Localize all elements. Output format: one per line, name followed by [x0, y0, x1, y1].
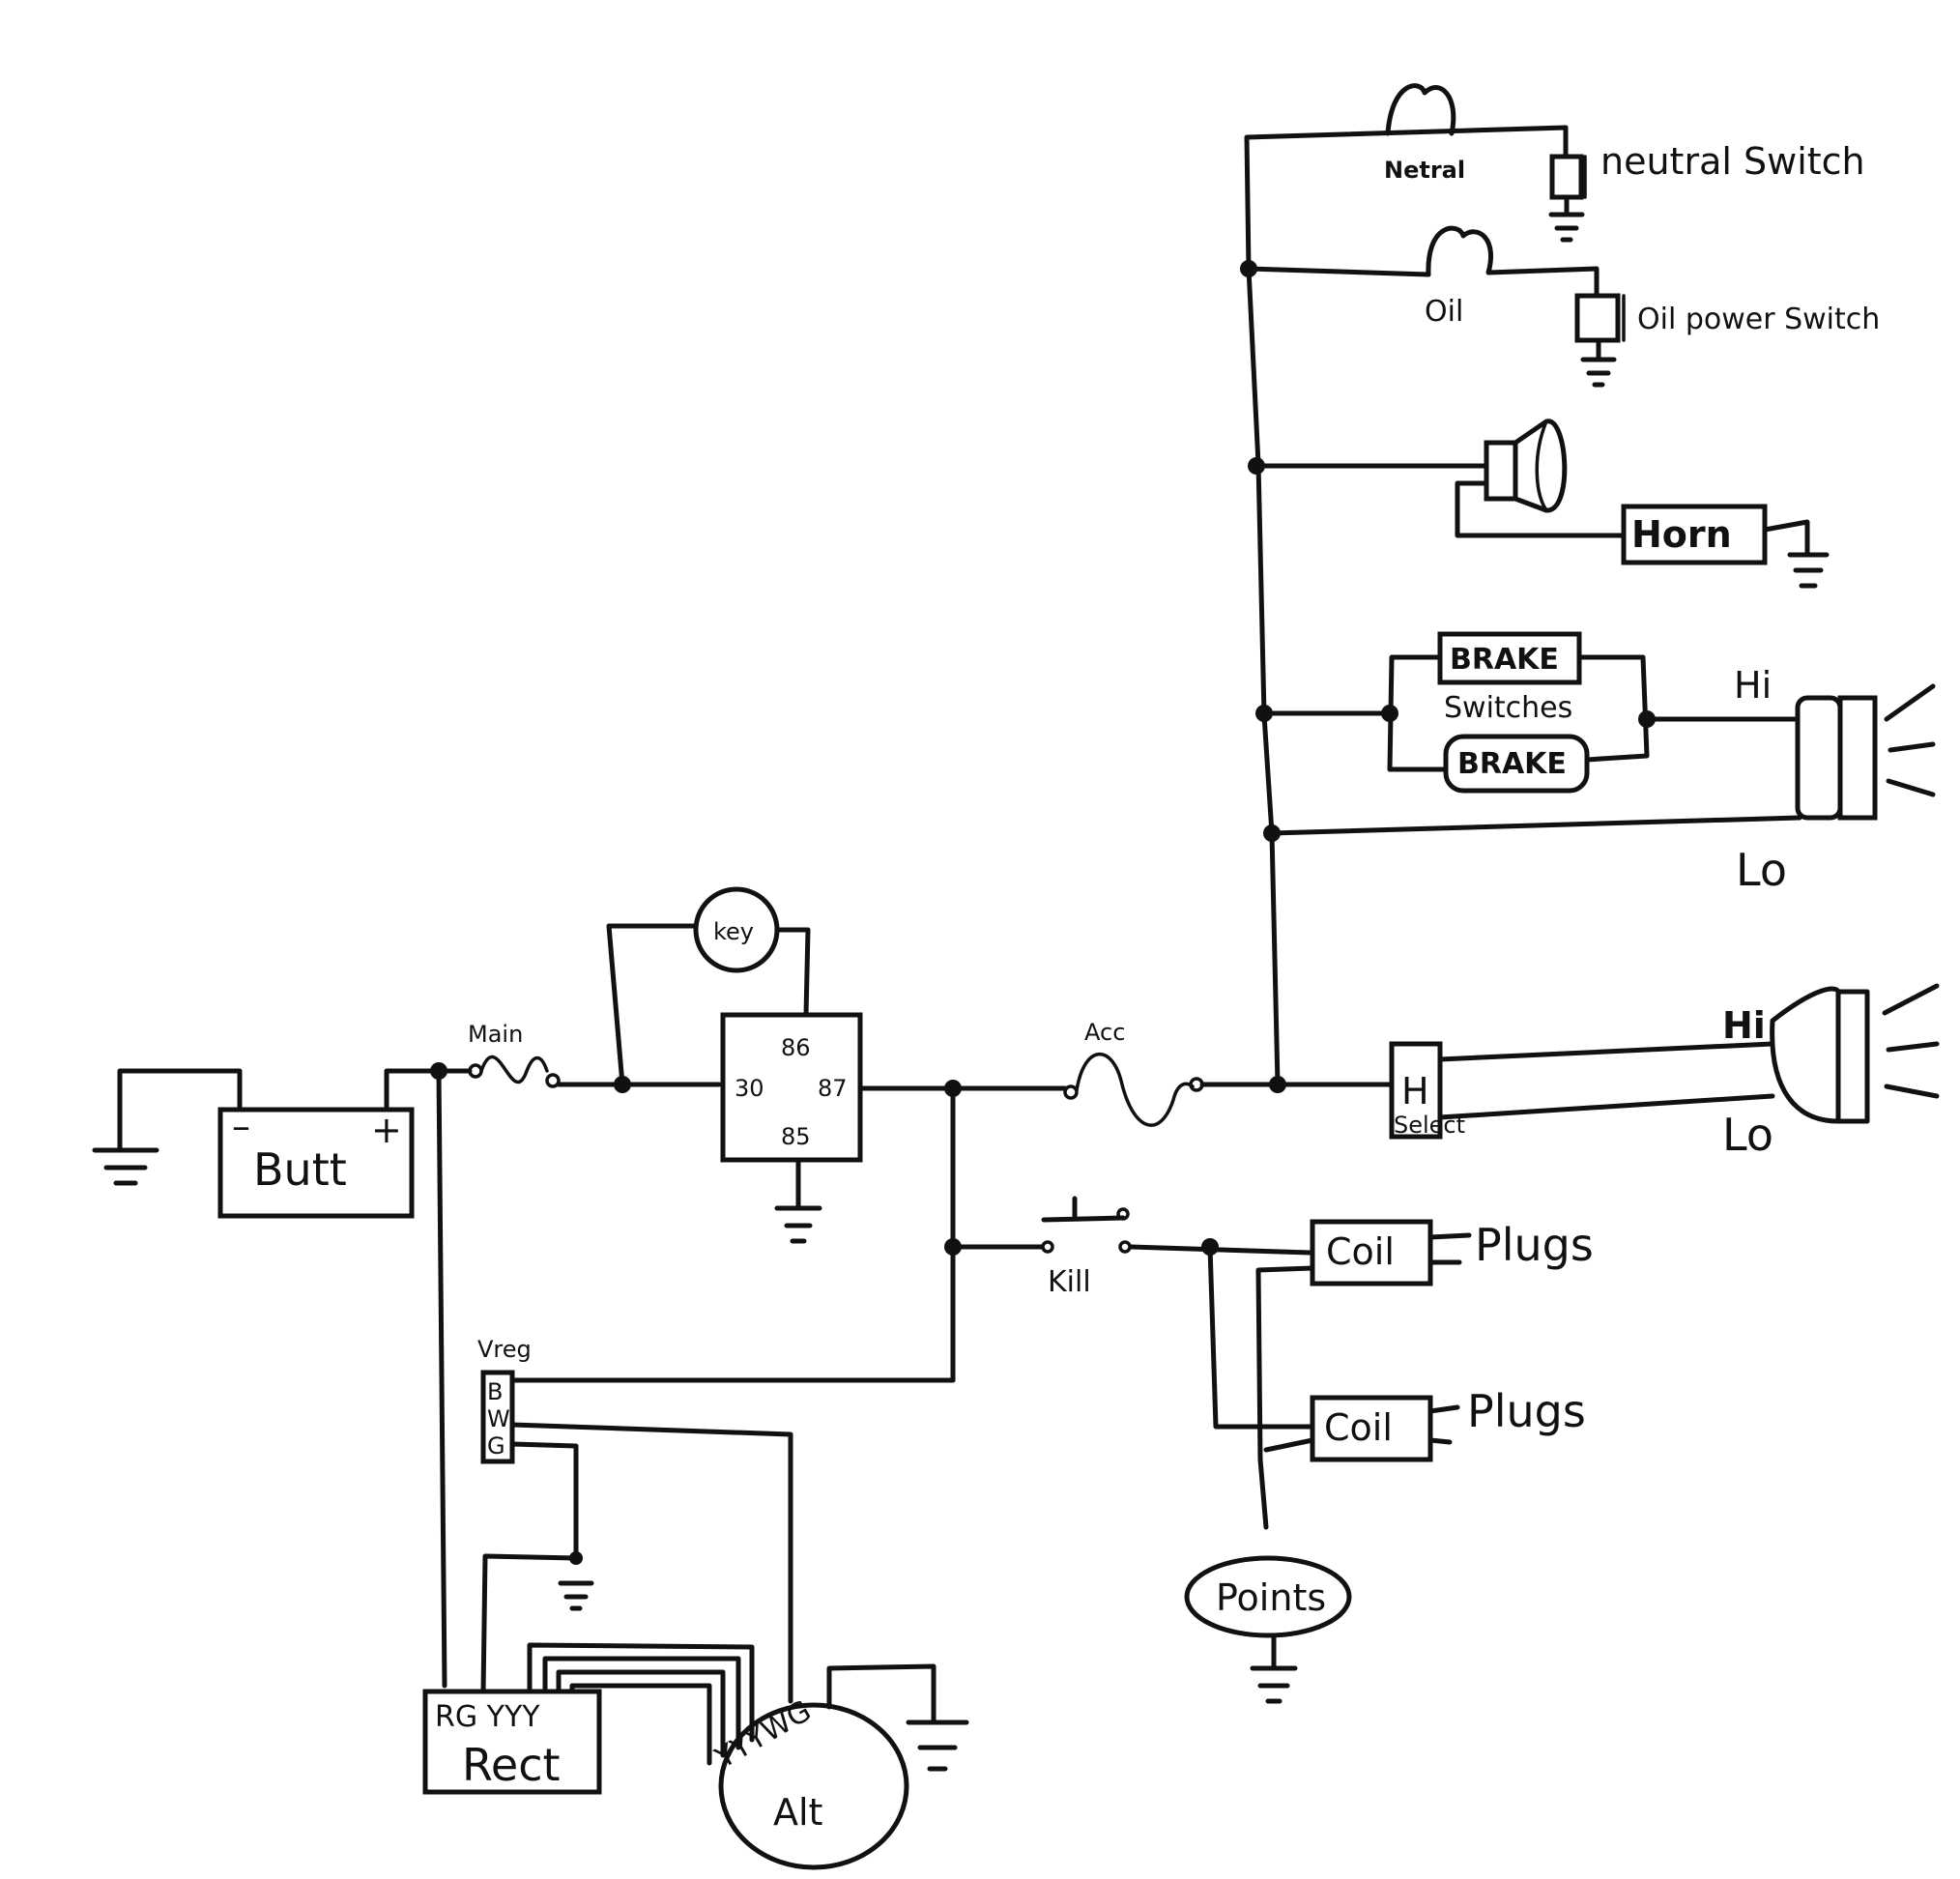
rectifier: RG YYY Rect [422, 1689, 602, 1795]
brake-switch-bottom: BRAKE [1443, 734, 1590, 794]
wire-vreg-g [509, 1441, 579, 1565]
svg-text:Oil power Switch: Oil power Switch [1637, 303, 1880, 336]
wire-key-loop [606, 923, 811, 1087]
horn-speaker-icon [1484, 419, 1568, 513]
tail-hi-label: Hi [1734, 664, 1772, 707]
svg-text:Coil: Coil [1326, 1230, 1395, 1273]
svg-text:85: 85 [781, 1123, 811, 1150]
svg-text:Plugs: Plugs [1467, 1385, 1586, 1437]
wire-horn-return [1455, 480, 1627, 538]
svg-text:Vreg: Vreg [477, 1336, 532, 1363]
svg-text:W: W [487, 1405, 510, 1432]
svg-text:Oil: Oil [1425, 295, 1463, 329]
svg-text:Points: Points [1216, 1576, 1326, 1619]
battery-negative-lead [117, 1068, 243, 1153]
wire-head-hi [1437, 1041, 1775, 1062]
svg-text:BRAKE: BRAKE [1450, 643, 1559, 677]
svg-text:30: 30 [735, 1075, 764, 1102]
wire-rect-ground [480, 1553, 579, 1696]
svg-text:G: G [487, 1432, 505, 1460]
tail-lo-label: Lo [1736, 844, 1787, 896]
svg-text:Acc: Acc [1084, 1019, 1125, 1046]
ground-symbol-battery [92, 1147, 159, 1186]
wire-coil2-to-points [1263, 1437, 1315, 1453]
ground-symbol-vreg [558, 1580, 594, 1611]
neutral-lamp: Netral [1384, 83, 1465, 184]
h-select-switch: H Select [1389, 1041, 1465, 1140]
wire-alt-ground [826, 1663, 937, 1725]
neutral-switch: neutral Switch [1548, 140, 1865, 243]
kill-switch: Kill [1041, 1196, 1132, 1299]
svg-text:BRAKE: BRAKE [1457, 747, 1567, 781]
ignition-coil-2: Coil Plugs [1310, 1385, 1586, 1462]
acc-fuse: Acc [1063, 1019, 1204, 1127]
svg-text:RG YYY: RG YYY [435, 1700, 540, 1734]
svg-text:Main: Main [468, 1021, 523, 1048]
battery-positive-lead [384, 1068, 442, 1113]
wire-coil-feed [1207, 1244, 1315, 1430]
svg-text:Rect: Rect [462, 1739, 561, 1791]
wire-brake-parallel-right [1576, 654, 1650, 763]
svg-text:Coil: Coil [1324, 1406, 1393, 1449]
ground-symbol-horn [1787, 552, 1830, 589]
brake-switches-label: Switches [1444, 691, 1572, 725]
svg-text:Netral: Netral [1384, 157, 1465, 184]
svg-text:Horn: Horn [1631, 513, 1732, 556]
key-switch: key [693, 886, 780, 973]
wire-brake-parallel-left [1387, 654, 1449, 772]
wire-coil1-to-points [1255, 1265, 1315, 1530]
wire-kill-to-coils [1128, 1244, 1313, 1256]
head-lo-label: Lo [1722, 1109, 1773, 1161]
junction-rect-ground [569, 1551, 583, 1565]
brake-switch-top: BRAKE [1437, 631, 1582, 685]
svg-text:Butt: Butt [253, 1143, 347, 1196]
battery: Butt – + [217, 1105, 415, 1219]
svg-text:–: – [232, 1105, 250, 1147]
points: Points [1184, 1555, 1352, 1638]
horn-box: Horn [1621, 504, 1768, 565]
svg-text:Plugs: Plugs [1475, 1219, 1594, 1271]
tail-light [1795, 683, 1936, 821]
headlight [1770, 983, 1940, 1124]
wire-oil [1246, 266, 1431, 277]
svg-text:87: 87 [818, 1075, 848, 1102]
main-fuse: Main [468, 1021, 561, 1088]
ground-symbol-relay [774, 1205, 822, 1244]
svg-text:Alt: Alt [773, 1791, 822, 1834]
wire-horn-ground [1762, 519, 1810, 558]
ground-symbol-points [1250, 1665, 1298, 1704]
wire-rect-to-alt-yyy [527, 1642, 755, 1766]
svg-text:B: B [487, 1378, 503, 1405]
wire-tail-lo [1269, 815, 1802, 836]
oil-lamp: Oil [1425, 225, 1600, 329]
wire-head-lo [1437, 1093, 1775, 1120]
ground-symbol-alt [906, 1720, 969, 1772]
relay: 86 30 87 85 [720, 1012, 863, 1163]
ignition-coil-1: Coil Plugs [1310, 1219, 1594, 1286]
svg-text:Kill: Kill [1048, 1265, 1091, 1299]
oil-pressure-switch: Oil power Switch [1574, 293, 1880, 388]
svg-text:H: H [1401, 1070, 1429, 1113]
wire-battery-to-rect [436, 1068, 447, 1689]
svg-text:86: 86 [781, 1034, 811, 1061]
wire-vreg-w-to-alt [509, 1422, 793, 1704]
voltage-regulator: B W G Vreg [477, 1336, 532, 1464]
svg-text:neutral Switch: neutral Switch [1600, 140, 1865, 183]
svg-text:+: + [371, 1109, 402, 1151]
head-hi-label: Hi [1722, 1004, 1766, 1047]
svg-text:key: key [713, 918, 754, 945]
